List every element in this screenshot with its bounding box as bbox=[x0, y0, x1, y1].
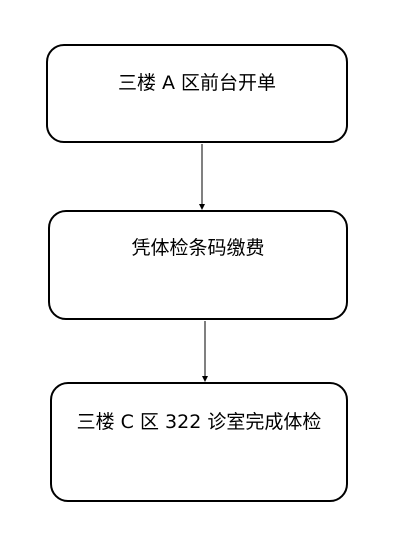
step-label-front-desk: 三楼 A 区前台开单 bbox=[117, 72, 277, 94]
step-label-exam-room: 三楼 C 区 322 诊室完成体检 bbox=[76, 411, 322, 433]
step-box-payment: 凭体检条码缴费 bbox=[48, 210, 348, 320]
step-box-exam-room: 三楼 C 区 322 诊室完成体检 bbox=[50, 382, 348, 502]
step-box-front-desk: 三楼 A 区前台开单 bbox=[46, 44, 348, 143]
step-label-payment: 凭体检条码缴费 bbox=[131, 237, 265, 259]
